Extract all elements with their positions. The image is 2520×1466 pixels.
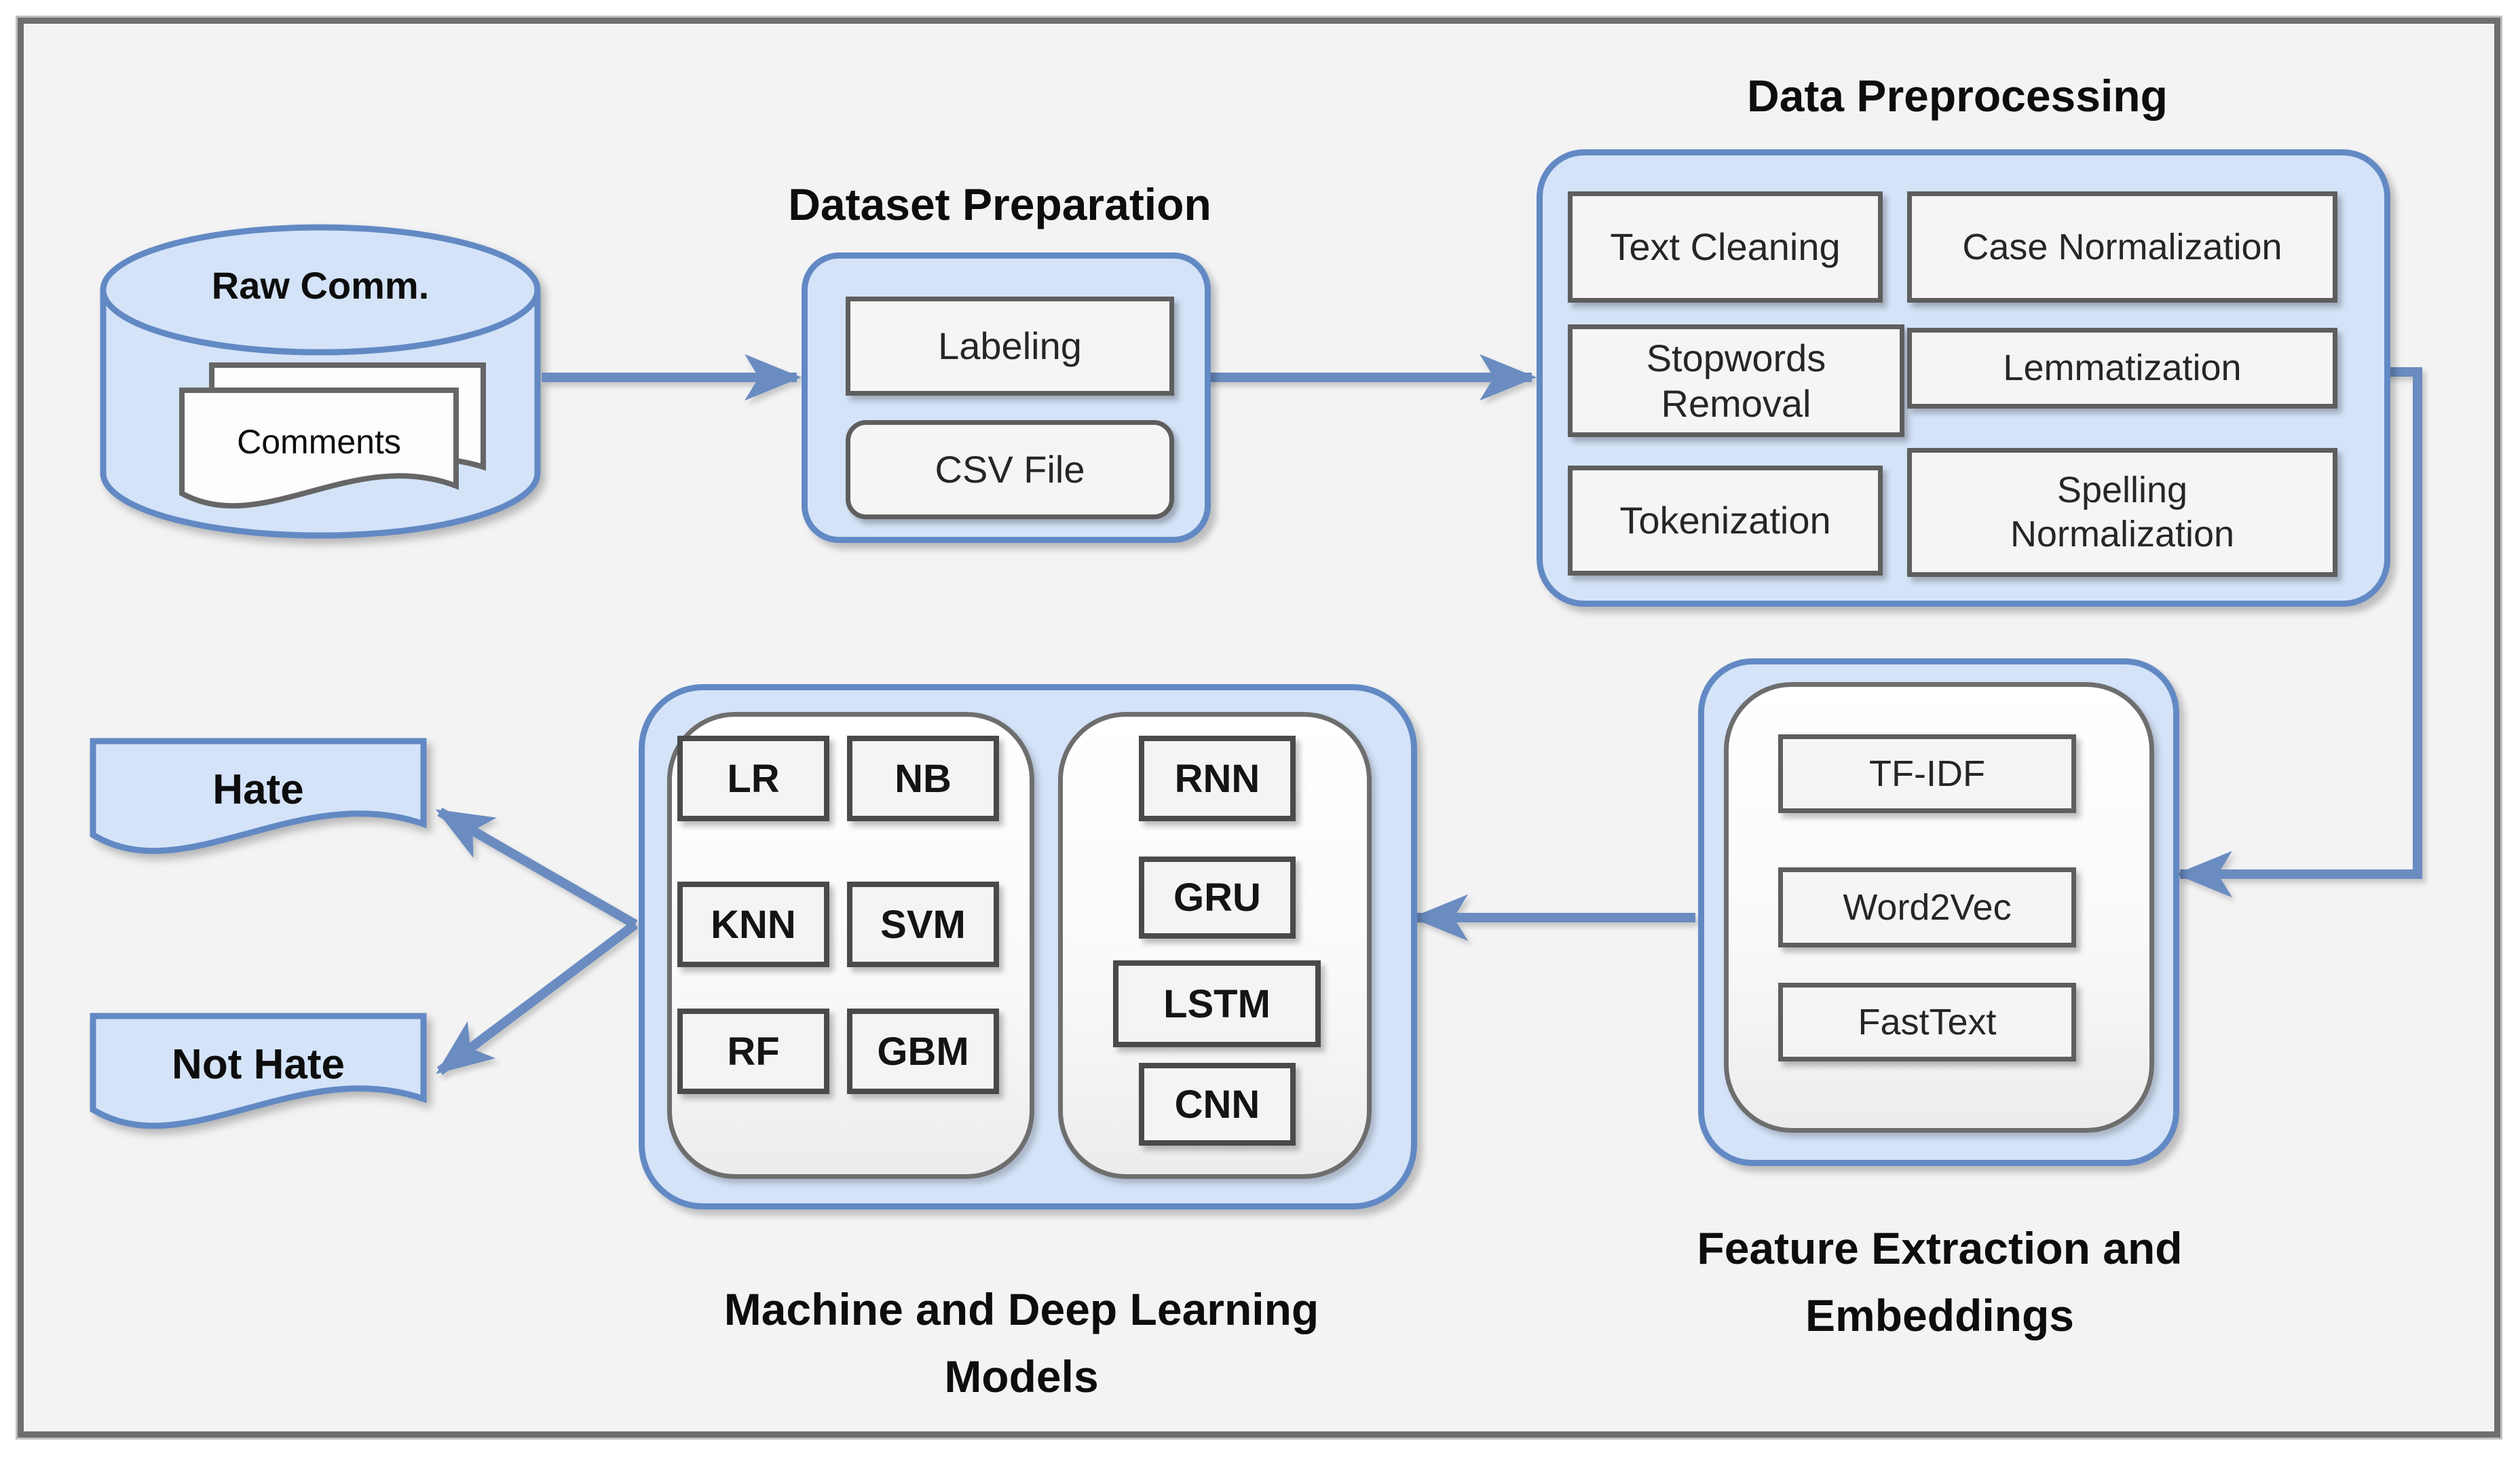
word2vec-box: Word2Vec (1778, 867, 2076, 947)
arrow-preprocessing-to-features (2175, 367, 2422, 898)
hate-flag-shape (90, 738, 427, 854)
lemmatization-box: Lemmatization (1907, 328, 2337, 409)
data-preprocessing-title: Data Preprocessing (1747, 71, 2168, 121)
feature-extraction-title: Feature Extraction and Embeddings (1697, 1223, 2183, 1340)
text-cleaning-box: Text Cleaning (1568, 191, 1883, 303)
tf-idf-box: TF-IDF (1778, 734, 2076, 813)
gru-box: GRU (1139, 857, 1296, 939)
fasttext-box: FastText (1778, 983, 2076, 1061)
stopwords-removal-box: Stopwords Removal (1568, 324, 1904, 437)
lstm-box: LSTM (1113, 960, 1321, 1047)
not-hate-label: Not Hate (172, 1041, 345, 1088)
hate-label: Hate (212, 766, 304, 813)
knn-box: KNN (677, 882, 829, 967)
arrow-models-to-hate (435, 807, 638, 929)
comments-label: Comments (237, 423, 401, 461)
not-hate-flag-shape (90, 1013, 427, 1129)
lr-box: LR (677, 736, 829, 821)
tokenization-box: Tokenization (1568, 466, 1883, 576)
cnn-box: CNN (1139, 1063, 1296, 1146)
svm-box: SVM (847, 882, 999, 967)
dataset-preparation-title: Dataset Preparation (788, 179, 1211, 229)
csv-file-box: CSV File (846, 420, 1174, 519)
nb-box: NB (847, 736, 999, 821)
spelling-normalization-box: Spelling Normalization (1907, 448, 2337, 577)
labeling-box: Labeling (846, 297, 1174, 396)
comments-document-icon (179, 362, 486, 509)
models-title: Machine and Deep Learning Models (723, 1284, 1319, 1402)
document-front-sheet (179, 388, 459, 509)
rf-box: RF (677, 1009, 829, 1094)
case-normalization-box: Case Normalization (1907, 191, 2337, 303)
raw-comments-label: Raw Comm. (211, 264, 430, 307)
gbm-box: GBM (847, 1009, 999, 1094)
rnn-box: RNN (1139, 736, 1296, 821)
arrow-models-to-not-hate (436, 920, 639, 1075)
